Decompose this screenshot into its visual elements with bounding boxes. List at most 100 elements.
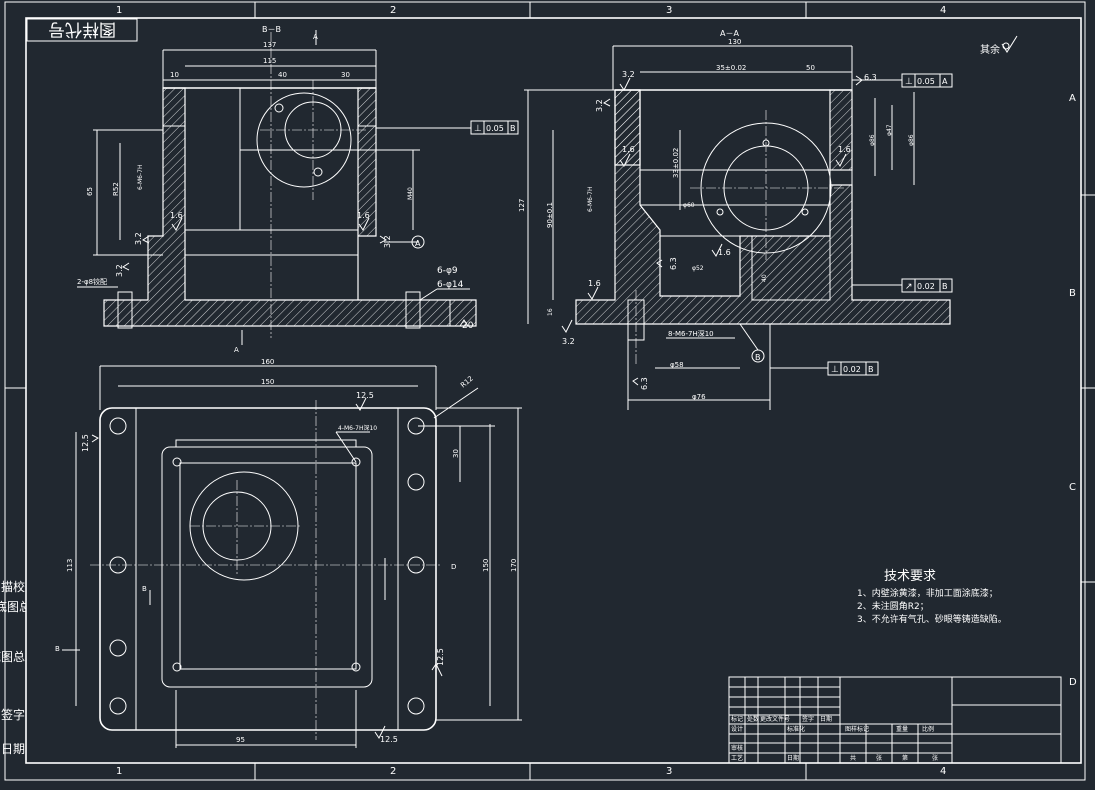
svg-text:签字: 签字 [802, 715, 814, 723]
dim-137: 137 [263, 41, 276, 49]
dim-40-right: 40 [761, 274, 768, 282]
dim-16: 16 [547, 308, 554, 316]
svg-text:工艺: 工艺 [731, 754, 743, 762]
svg-text:3.2: 3.2 [115, 264, 124, 277]
grid-col-3-bottom: 3 [666, 766, 672, 777]
tech-req-item-2: 2、未注圆角R2； [857, 600, 929, 612]
grid-col-4-top: 4 [940, 5, 946, 16]
grid-column-labels: 1 2 3 4 1 2 3 4 [116, 5, 946, 777]
plan-view[interactable]: 160 150 12.5 [55, 358, 522, 748]
grid-row-a: A [1069, 93, 1076, 104]
dim-phi76: φ76 [692, 393, 706, 401]
svg-text:6-φ9: 6-φ9 [437, 266, 458, 276]
technical-requirements: 技术要求 1、内壁涂黄漆，非加工面涂底漆； 2、未注圆角R2； 3、不允许有气孔… [857, 569, 1007, 625]
grid-col-4-bottom: 4 [940, 766, 946, 777]
dim-150-plan: 150 [482, 559, 490, 572]
svg-text:共: 共 [850, 754, 856, 762]
svg-text:B: B [510, 124, 516, 133]
tech-req-title: 技术要求 [884, 569, 936, 584]
svg-text:3.2: 3.2 [134, 232, 143, 245]
svg-text:1.6: 1.6 [357, 211, 370, 220]
svg-text:3.2: 3.2 [562, 337, 575, 346]
bolt-holes [109, 417, 425, 715]
dim-50: 50 [806, 64, 815, 72]
svg-text:张: 张 [876, 754, 882, 762]
dim-30: 30 [341, 71, 350, 79]
title-block: 标记 处数 更改文件号 签字 日期 设计 标准化 图样标记 重量 比例 审核 工… [728, 676, 1062, 764]
svg-text:B: B [942, 282, 948, 291]
dim-127: 127 [518, 199, 526, 212]
section-view-b-b[interactable]: B－B A A 137 115 10 40 [77, 25, 519, 354]
grid-row-d: D [1069, 677, 1077, 688]
svg-text:6.3: 6.3 [669, 257, 678, 270]
tolerance-frame-right-1[interactable]: ⊥ 0.05 A [852, 73, 953, 88]
tech-req-item-3: 3、不允许有气孔、砂眼等铸造缺陷。 [857, 613, 1007, 625]
grid-col-2-bottom: 2 [390, 766, 396, 777]
svg-text:日期: 日期 [820, 715, 832, 723]
dim-30-plan: 30 [452, 449, 460, 458]
svg-text:B: B [868, 365, 874, 374]
dim-6m6-right: 6-M6-7H [587, 187, 594, 212]
svg-text:0.02: 0.02 [843, 365, 861, 374]
svg-text:A: A [942, 77, 948, 86]
svg-text:A: A [313, 33, 318, 41]
dim-170-plan: 170 [510, 559, 518, 572]
svg-text:12.5: 12.5 [380, 735, 398, 744]
svg-text:设计: 设计 [731, 725, 743, 733]
dim-160: 160 [261, 358, 274, 366]
svg-text:1.6: 1.6 [170, 211, 183, 220]
grid-row-c: C [1069, 482, 1076, 493]
grid-col-1-top: 1 [116, 5, 122, 16]
sidebar-item-proofread: 描校 [0, 579, 25, 594]
svg-text:1.6: 1.6 [588, 279, 601, 288]
view-label-b-b: B－B [262, 25, 281, 34]
dim-35: 35±0.02 [716, 64, 746, 72]
dim-33: 33±0.02 [672, 148, 680, 178]
grid-col-2-top: 2 [390, 5, 396, 16]
view-label-a-a: A－A [720, 29, 739, 38]
dim-phi60: φ60 [683, 202, 695, 209]
svg-text:标准化: 标准化 [787, 725, 805, 733]
dim-6m6: 6-M6-7H [137, 165, 144, 190]
dim-130: 130 [728, 38, 741, 46]
hole-note-left: 2-φ8铰配 [77, 277, 107, 286]
dim-10: 10 [170, 71, 179, 79]
dim-40: 40 [278, 71, 287, 79]
svg-text:更改文件号: 更改文件号 [760, 715, 790, 723]
datum-a: A [415, 239, 421, 248]
svg-text:B: B [142, 585, 147, 593]
svg-text:12.5: 12.5 [436, 648, 445, 666]
tolerance-frame-left[interactable]: ⊥ 0.05 B [376, 120, 519, 135]
svg-text:日期: 日期 [787, 754, 799, 762]
svg-text:B: B [55, 645, 60, 653]
svg-text:1.6: 1.6 [622, 145, 635, 154]
svg-text:标记: 标记 [731, 715, 743, 723]
svg-text:处数: 处数 [747, 715, 759, 723]
general-roughness-note: 其余 [980, 35, 1018, 56]
grid-col-3-top: 3 [666, 5, 672, 16]
svg-text:0.05: 0.05 [917, 77, 935, 86]
svg-text:审核: 审核 [731, 744, 743, 752]
svg-text:重量: 重量 [896, 725, 908, 733]
tolerance-frame-right-2[interactable]: ↗ 0.02 B [852, 278, 953, 293]
dim-90: 90±0.1 [546, 202, 554, 228]
tolerance-frame-right-3[interactable]: ⊥ 0.02 B [770, 361, 879, 376]
tech-req-item-1: 1、内壁涂黄漆，非加工面涂底漆； [857, 587, 998, 599]
svg-text:⊥: ⊥ [831, 365, 839, 375]
svg-text:1.6: 1.6 [718, 248, 731, 257]
section-view-a-a[interactable]: A－A 130 35±0.02 50 φ76 φ58 [518, 29, 953, 410]
svg-text:1.6: 1.6 [838, 145, 851, 154]
svg-text:0.05: 0.05 [486, 124, 504, 133]
svg-text:⊥: ⊥ [474, 124, 482, 134]
dim-113: 113 [66, 559, 74, 572]
grid-row-b: B [1069, 288, 1076, 299]
svg-text:6.3: 6.3 [640, 377, 649, 390]
svg-text:⊥: ⊥ [905, 77, 913, 87]
svg-text:其余: 其余 [980, 43, 1000, 56]
svg-text:A: A [234, 346, 239, 354]
grid-col-1-bottom: 1 [116, 766, 122, 777]
sidebar-item-signature: 签字 [0, 707, 25, 722]
svg-text:6.3: 6.3 [864, 73, 877, 82]
svg-text:图样标记: 图样标记 [845, 725, 869, 733]
